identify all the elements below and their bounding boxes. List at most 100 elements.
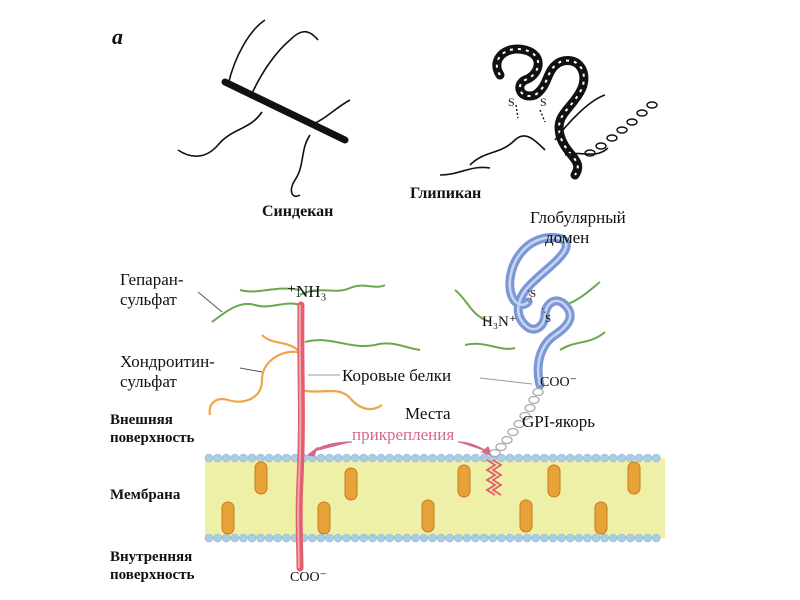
lipid-head bbox=[583, 453, 592, 463]
lipid-head bbox=[273, 533, 283, 543]
lipid-head bbox=[643, 453, 652, 463]
globular-domain bbox=[505, 233, 575, 390]
lipid-head bbox=[342, 453, 351, 463]
lipid-head bbox=[282, 533, 291, 543]
lipid-head bbox=[247, 453, 257, 463]
membrane-core bbox=[205, 458, 665, 538]
gpi-anchor-chain bbox=[489, 387, 544, 458]
gpi-anchor-lipid-2 bbox=[491, 459, 503, 496]
membrane-protein bbox=[421, 499, 435, 533]
lipid-head bbox=[230, 533, 240, 543]
heparan-chain bbox=[299, 284, 386, 296]
membrane-protein bbox=[344, 467, 358, 501]
membrane-protein bbox=[221, 501, 235, 535]
lipid-head bbox=[213, 453, 222, 463]
glypican-chain-1 bbox=[469, 135, 546, 166]
lipid-head bbox=[316, 453, 326, 463]
lipid-head bbox=[634, 453, 644, 463]
lipid-head bbox=[565, 453, 575, 463]
core-proteins-label: Коровые белки bbox=[342, 366, 452, 385]
glypican-chain-2 bbox=[554, 94, 606, 141]
lipid-head bbox=[591, 533, 601, 543]
lipid-head bbox=[221, 453, 231, 463]
gpi-anchor-lipid bbox=[485, 459, 497, 496]
globular-s1-label: S bbox=[530, 288, 537, 300]
membrane-protein bbox=[627, 461, 641, 495]
glypican-heparan-chains bbox=[454, 281, 606, 351]
lipid-head bbox=[282, 453, 291, 463]
lipid-head bbox=[436, 453, 446, 463]
heparan-chain bbox=[464, 342, 516, 350]
lipid-head bbox=[522, 533, 532, 543]
lipid-head bbox=[256, 533, 265, 543]
lipid-head bbox=[540, 533, 549, 543]
heparan-chain bbox=[564, 281, 601, 306]
lipid-head bbox=[531, 453, 541, 463]
lipid-head bbox=[462, 533, 472, 543]
glypican-disulfide-1 bbox=[515, 104, 519, 119]
lipid-head bbox=[514, 533, 523, 543]
syndecan-chain-3 bbox=[177, 111, 263, 157]
lipid-head bbox=[600, 453, 609, 463]
glypican-chain-4 bbox=[439, 166, 491, 176]
syndecan-chain-1 bbox=[227, 19, 266, 86]
lipid-head bbox=[333, 453, 343, 463]
lipid-head bbox=[239, 533, 248, 543]
glypican-gpi-chain bbox=[584, 101, 658, 157]
outer-surface-label-line1: Внешняя bbox=[110, 412, 173, 428]
heparan-chain bbox=[304, 339, 421, 351]
attachment-sites-label-line1: Места bbox=[405, 404, 451, 423]
lipid-head bbox=[445, 453, 455, 463]
lipid-head bbox=[428, 533, 437, 543]
core-protein-syndecan bbox=[295, 301, 305, 572]
glypican-s2-label: S bbox=[540, 95, 547, 109]
lipid-head bbox=[350, 533, 360, 543]
chondroitin-chains bbox=[208, 334, 383, 416]
chondroitin-chain bbox=[299, 388, 383, 411]
lipid-head bbox=[548, 453, 558, 463]
lipid-head bbox=[651, 533, 661, 543]
lipid-head bbox=[488, 533, 498, 543]
lipid-head bbox=[505, 533, 515, 543]
gpi-anchor-label: GPI-якорь bbox=[522, 412, 596, 431]
heparan-label-line2: сульфат bbox=[120, 290, 177, 309]
core-proteins-leader-2 bbox=[479, 377, 533, 385]
lipid-head bbox=[608, 453, 618, 463]
coo-bottom-label: COO⁻ bbox=[290, 570, 327, 585]
lipid-head bbox=[213, 533, 222, 543]
lipid-head bbox=[256, 453, 265, 463]
glypican-label: Глипикан bbox=[410, 185, 482, 202]
globular-domain-label-line1: Глобулярный bbox=[530, 208, 626, 227]
lipid-head bbox=[411, 453, 420, 463]
glypican-illustration bbox=[439, 44, 658, 180]
syndecan-chain-2 bbox=[249, 30, 319, 99]
lipid-head bbox=[471, 453, 480, 463]
lipid-head bbox=[204, 453, 214, 463]
heparan-chain bbox=[211, 302, 301, 323]
lipid-head bbox=[617, 453, 627, 463]
heparan-leader bbox=[197, 291, 223, 313]
lipid-head bbox=[419, 453, 429, 463]
lipid-head bbox=[540, 453, 549, 463]
glypican-coil bbox=[492, 44, 589, 180]
lipid-head bbox=[359, 453, 369, 463]
lipid-head bbox=[376, 533, 386, 543]
attachment-sites-label-line2: прикрепления bbox=[352, 425, 455, 444]
lipid-head bbox=[574, 453, 584, 463]
lipid-head bbox=[471, 533, 480, 543]
lipid-head bbox=[462, 453, 472, 463]
coo-right-label: COO⁻ bbox=[540, 375, 577, 390]
lipid-head bbox=[247, 533, 257, 543]
lipid-head bbox=[376, 453, 386, 463]
lipid-head bbox=[445, 533, 455, 543]
lipid-head bbox=[385, 453, 394, 463]
lipid-head bbox=[273, 453, 283, 463]
h3n-label: H₃N⁺ bbox=[482, 314, 517, 330]
syndecan-chain-4 bbox=[290, 134, 311, 198]
lipid-head bbox=[230, 453, 240, 463]
lipid-head bbox=[574, 533, 584, 543]
lipid-head bbox=[316, 533, 326, 543]
chondroitin-label-line2: сульфат bbox=[120, 372, 177, 391]
lipid-head bbox=[264, 533, 274, 543]
